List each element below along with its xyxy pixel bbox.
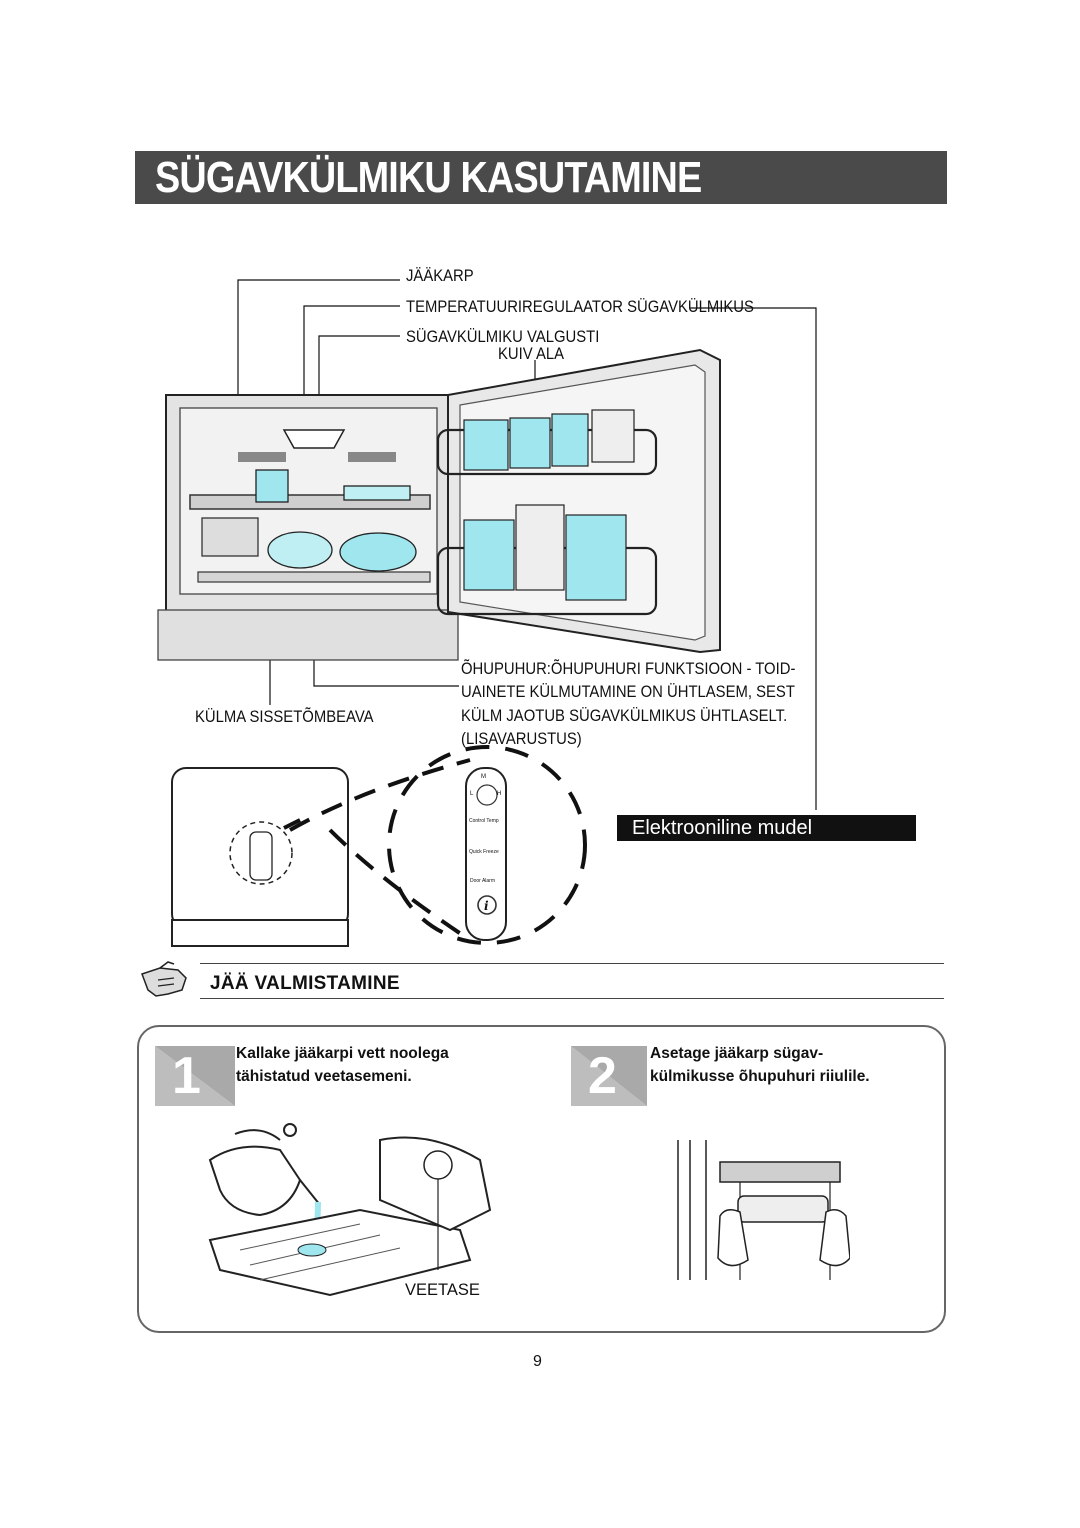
label-ice-tray: JÄÄKARP xyxy=(406,267,474,285)
label-fan-line3: KÜLM JAOTUB SÜGAVKÜLMIKUS ÜHTLASELT. xyxy=(461,707,788,725)
page-number: 9 xyxy=(533,1353,542,1370)
label-fan-line1: ÕHUPUHUR:ÕHUPUHURI FUNKTSIOON - TOID- xyxy=(461,660,796,678)
step-1-line1: Kallake jääkarpi vett noolega xyxy=(236,1045,449,1062)
page-title: SÜGAVKÜLMIKU KASUTAMINE xyxy=(155,153,702,202)
step-1-line2: tähistatud veetasemeni. xyxy=(236,1068,412,1085)
panel-label-m: M xyxy=(481,774,486,780)
step-2-line1: Asetage jääkarp sügav- xyxy=(650,1045,824,1062)
hand-pointer-icon xyxy=(141,961,187,997)
water-level-label: VEETASE xyxy=(405,1281,480,1299)
svg-text:i: i xyxy=(484,899,489,913)
step-2-line2: külmikusse õhupuhuri riiulile. xyxy=(650,1068,870,1085)
step-1-badge xyxy=(155,1046,235,1106)
label-fan-line2: UAINETE KÜLMUTAMINE ON ÜHTLASEM, SEST xyxy=(461,683,795,701)
section-title: JÄÄ VALMISTAMINE xyxy=(210,973,400,994)
place-tray-illustration xyxy=(677,1140,850,1280)
step-2-badge xyxy=(571,1046,647,1106)
panel-label-control-temp: Control Temp xyxy=(469,818,499,824)
label-fan-line4: (LISAVARUSTUS) xyxy=(461,730,582,748)
label-temp-regulator: TEMPERATUURIREGULAATOR SÜGAVKÜLMIKUS xyxy=(406,298,754,316)
title-bar xyxy=(135,151,947,204)
section-rule-bottom xyxy=(200,998,944,999)
panel-label-h: H xyxy=(497,791,502,797)
label-dry-area: KUIV ALA xyxy=(498,345,565,363)
step-1-number: 1 xyxy=(172,1047,201,1105)
panel-label-quick-freeze: Quick Freeze xyxy=(469,849,499,855)
label-cold-air-intake: KÜLMA SISSETÕMBEAVA xyxy=(195,708,374,726)
panel-label-l: L xyxy=(470,791,474,797)
panel-label-door-alarm: Door Alarm xyxy=(470,878,496,884)
model-badge xyxy=(617,815,916,841)
model-badge-label: Elektrooniline mudel xyxy=(632,817,813,839)
label-freezer-light: SÜGAVKÜLMIKU VALGUSTI xyxy=(406,328,600,346)
pour-water-illustration xyxy=(208,1123,492,1297)
section-rule-top xyxy=(200,963,944,964)
step-2-number: 2 xyxy=(588,1047,617,1105)
